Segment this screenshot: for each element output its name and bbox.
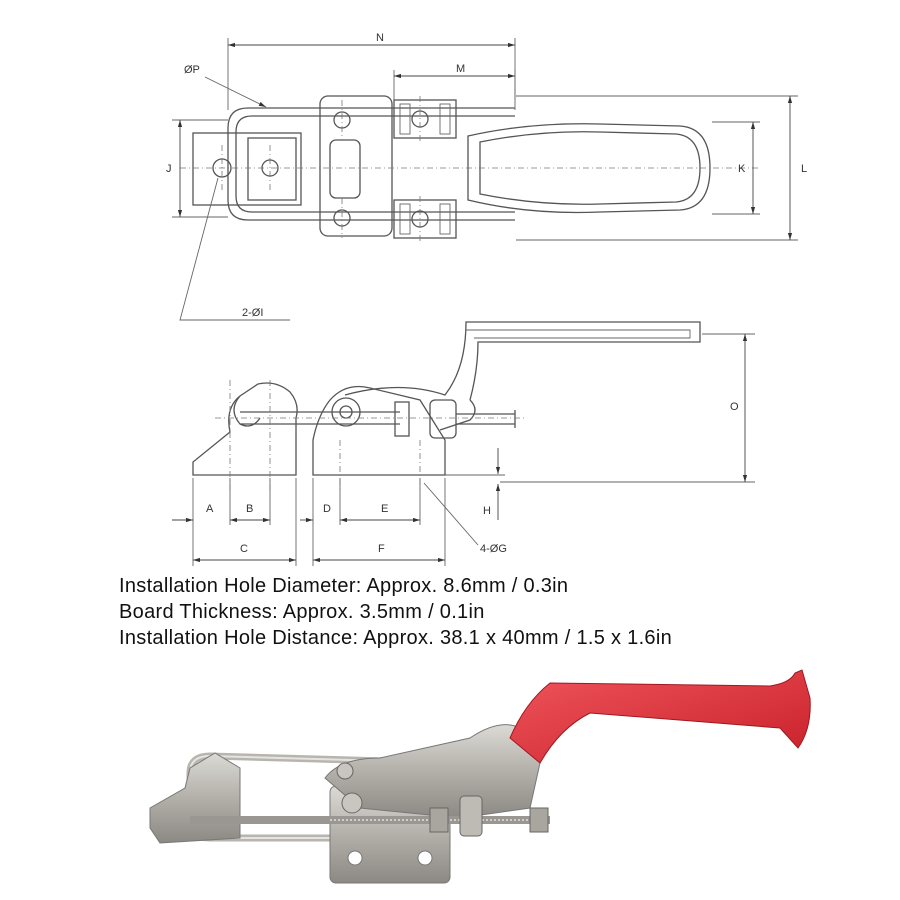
- label-n: N: [376, 32, 384, 44]
- label-d: D: [323, 503, 331, 515]
- product-photo: [149, 669, 811, 884]
- label-k: K: [738, 163, 746, 175]
- label-o: O: [730, 401, 739, 413]
- label-a: A: [206, 503, 214, 515]
- specifications: Installation Hole Diameter: Approx. 8.6m…: [119, 573, 879, 651]
- label-f: F: [378, 543, 385, 555]
- label-m: M: [456, 63, 465, 75]
- label-j: J: [166, 163, 172, 175]
- label-p: ØP: [184, 64, 200, 76]
- technical-drawing: N M ØP J K L 2-ØI: [166, 32, 807, 566]
- label-g: 4-ØG: [480, 543, 507, 555]
- side-view: O H A B C D E F 4-ØG: [172, 321, 755, 566]
- label-c: C: [240, 543, 248, 555]
- spec-hole-diameter: Installation Hole Diameter: Approx. 8.6m…: [119, 575, 569, 597]
- hook-plate: [149, 752, 241, 844]
- label-e: E: [381, 503, 388, 515]
- top-view: N M ØP J K L 2-ØI: [166, 32, 807, 321]
- label-b: B: [246, 503, 253, 515]
- label-l: L: [801, 163, 807, 175]
- spec-hole-distance: Installation Hole Distance: Approx. 38.1…: [119, 627, 673, 649]
- label-i: 2-ØI: [242, 307, 263, 319]
- label-h: H: [483, 505, 491, 517]
- spec-board-thickness: Board Thickness: Approx. 3.5mm / 0.1in: [119, 601, 485, 623]
- nut: [429, 807, 449, 833]
- nut: [529, 807, 549, 833]
- red-handle: [509, 669, 811, 764]
- nut: [459, 795, 483, 837]
